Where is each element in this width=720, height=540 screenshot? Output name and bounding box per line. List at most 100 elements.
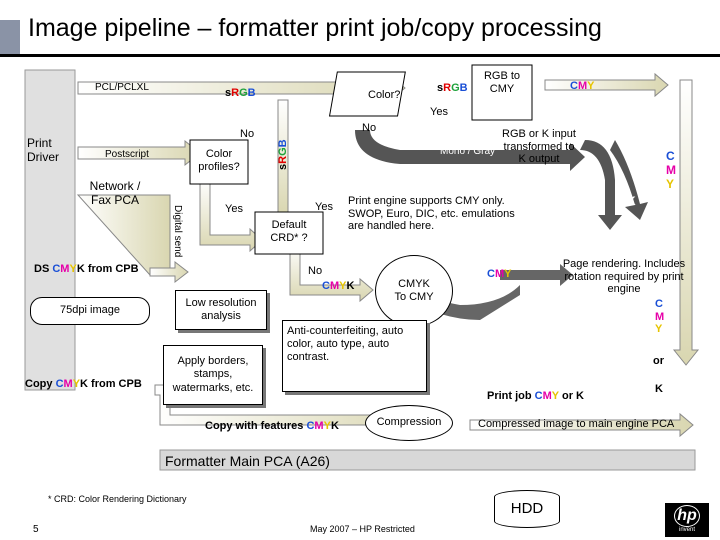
cmy-mid-m: M <box>494 268 505 280</box>
apply-borders-label: Apply borders, stamps, watermarks, etc. <box>172 355 254 394</box>
page-title: Image pipeline – formatter print job/cop… <box>28 14 602 42</box>
footer-text: May 2007 – HP Restricted <box>310 524 415 534</box>
formatter-main-bar <box>159 449 696 471</box>
yes-label-2: Yes <box>225 203 243 215</box>
copy-c: C <box>55 378 64 390</box>
crd-note: * CRD: Color Rendering Dictionary <box>48 494 187 504</box>
cmy-mid-label: CMY <box>487 268 511 281</box>
ds-suffix: from CPB <box>84 263 139 275</box>
print-engine-supports: Print engine supports CMY only. SWOP, Eu… <box>348 195 515 233</box>
no-label-3: No <box>308 265 323 277</box>
page-render-arrow <box>500 264 573 286</box>
color-question-box <box>328 71 406 117</box>
copy-label: Copy CMYK from CPB <box>25 378 142 391</box>
hp-logo-text: hp <box>674 505 700 528</box>
cmy-top-label: CMY <box>570 80 594 93</box>
page-number: 5 <box>33 524 39 535</box>
srgbv-r: R <box>277 155 289 164</box>
apply-borders-box: Apply borders, stamps, watermarks, etc. <box>163 345 263 405</box>
color-profiles-label: Color profiles? <box>198 148 240 173</box>
copy-suffix: from CPB <box>87 378 142 390</box>
crd-down-arrow <box>289 244 374 303</box>
print-job-c: C <box>534 390 543 402</box>
cmy-right-m: M <box>666 162 676 177</box>
cmy-right-c: C <box>666 149 675 163</box>
copy-features-prefix: Copy with features <box>205 420 307 432</box>
print-driver-label: Print Driver <box>27 136 59 164</box>
k-label: K <box>627 194 636 208</box>
srgbv-g: G <box>277 147 289 156</box>
copy-k: K <box>80 378 88 390</box>
copy-prefix: Copy <box>25 378 56 390</box>
srgbv-b: B <box>277 139 289 148</box>
no-label-1: No <box>240 128 255 140</box>
k-label-2: K <box>655 383 663 395</box>
hdd-cylinder: HDD <box>494 490 560 528</box>
color-question: Color? <box>368 89 401 101</box>
ds-label: DS CMYK from CPB <box>34 263 139 276</box>
postscript-label: Postscript <box>105 149 149 160</box>
ds-arrow <box>149 260 189 284</box>
copy-features-c: C <box>306 420 315 432</box>
hp-logo: hp invent <box>665 503 709 537</box>
copy-features-m: M <box>314 420 324 432</box>
ds-c: C <box>52 263 61 275</box>
srgb-top-label: sRGB <box>225 87 256 100</box>
cmyk-mid-c: C <box>322 280 330 292</box>
cmy-mid-y: Y <box>504 268 512 280</box>
copy-features-k: K <box>330 420 339 432</box>
print-job-label: Print job CMY or K <box>487 390 584 403</box>
header-divider <box>0 54 720 57</box>
cmy-top-c: C <box>570 80 578 92</box>
dpi-label: 75dpi image <box>60 304 120 317</box>
formatter-main-label: Formatter Main PCA (A26) <box>165 453 330 469</box>
gray-down-arrow <box>400 285 520 320</box>
srgbv-s: s <box>277 163 289 170</box>
hdd-label: HDD <box>510 500 544 517</box>
yes-label-3: Yes <box>315 201 333 213</box>
cmy-right2-y: Y <box>655 323 663 336</box>
print-job-prefix: Print job <box>487 390 535 402</box>
ds-k: K <box>76 263 85 275</box>
srgb-r: R <box>231 87 240 99</box>
network-label: Network / Fax PCA <box>89 179 141 207</box>
low-res-box: Low resolution analysis <box>175 290 267 330</box>
srgb-top2-label: sRGB <box>437 82 468 95</box>
ds-y: Y <box>69 263 77 275</box>
rgb-cmy-box <box>471 64 533 121</box>
gr-arrow <box>580 140 622 230</box>
srgb-g: G <box>239 87 248 99</box>
compressed-image-label: Compressed image to main engine PCA <box>478 418 675 430</box>
compressed-arrow <box>469 412 694 438</box>
cmyk-to-cmy-label: CMYK To CMY <box>394 277 434 303</box>
pcl-label: PCL/PCLXL <box>95 82 149 93</box>
print-job-suffix: or K <box>558 390 584 402</box>
copy-features-label: Copy with features CMYK <box>205 420 339 433</box>
no-label-2: No <box>362 122 377 134</box>
cmy-mid-c: C <box>487 268 495 280</box>
hp-logo-sub: invent <box>678 527 695 534</box>
yes-label-1: Yes <box>430 106 448 118</box>
srgb-s: s <box>225 87 232 99</box>
mono-gray-arrow <box>355 130 585 171</box>
rgb-to-cmy-label: RGB to CMY <box>483 70 521 95</box>
srgb2-r: R <box>443 82 452 94</box>
default-crd-label: Default CRD* ? <box>270 219 308 244</box>
cmyk-mid-k: K <box>346 280 355 292</box>
anti-counter-label: Anti-counterfeiting, auto color, auto ty… <box>287 325 404 364</box>
digital-send-label: Digital send <box>172 205 183 258</box>
cmy-right-y: Y <box>666 176 675 191</box>
compression-label: Compression <box>376 416 442 429</box>
gr-label: G R <box>594 186 604 214</box>
rgb-k-label: RGB or K input transformed to K output <box>502 128 576 166</box>
mono-gray-label: Mono / Gray <box>440 146 496 157</box>
srgb-vertical-label: sRGB <box>277 139 290 170</box>
srgb2-b: B <box>459 82 468 94</box>
cmyk-mid-y: Y <box>339 280 347 292</box>
cmyk-to-cmy-box: CMYK To CMY <box>375 255 453 327</box>
cmy-top-arrow <box>544 72 669 98</box>
cmyk-mid-label: CMYK <box>322 280 354 293</box>
